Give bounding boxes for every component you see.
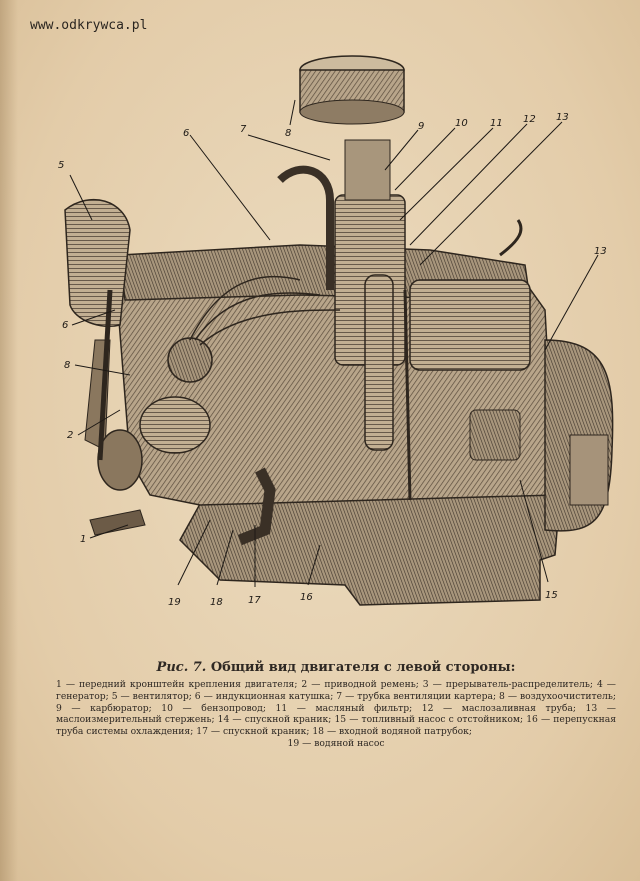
caption-title: Рис. 7. Общий вид двигателя с левой стор… [56, 660, 616, 675]
front-bracket [89, 509, 146, 536]
callout-2: 2 [67, 430, 73, 441]
figure-caption: Рис. 7. Общий вид двигателя с левой стор… [56, 660, 616, 750]
valve-cover [409, 279, 531, 371]
water-inlet-pipe [237, 467, 276, 546]
legend-last-item: 19 — водяной насос [287, 737, 385, 749]
crank-pulley [97, 429, 143, 491]
callout-10: 10 [455, 118, 468, 129]
housing-bracket [569, 434, 609, 506]
callout-13-right: 13 [594, 246, 607, 257]
callout-5: 5 [58, 160, 64, 171]
oil-filter-canister [364, 274, 394, 451]
generator [139, 396, 211, 454]
figure-label: Рис. 7. [156, 660, 207, 675]
distributor [167, 337, 213, 383]
figure-title: Общий вид двигателя с левой стороны: [210, 660, 516, 675]
carburetor-neck [344, 139, 391, 201]
oil-pan [179, 494, 561, 606]
callout-9: 9 [418, 121, 424, 132]
ignition-wires [189, 275, 341, 346]
fuel-line [499, 219, 523, 257]
callout-8-left: 8 [64, 360, 70, 371]
figure-legend: 1 — передний кронштейн крепления двигате… [56, 679, 616, 750]
leader-lines [69, 99, 599, 587]
callout-12: 12 [523, 114, 536, 125]
callout-8: 8 [285, 128, 291, 139]
watermark: www.odkrywca.pl [30, 18, 148, 33]
page-edge-shadow [0, 0, 18, 881]
callout-1: 1 [80, 534, 86, 545]
callout-13: 13 [556, 112, 569, 123]
dipstick [403, 289, 412, 501]
callout-19: 19 [168, 597, 181, 608]
legend-text: 1 — передний кронштейн крепления двигате… [56, 679, 616, 738]
vent-tube [277, 165, 334, 290]
callout-7: 7 [240, 124, 247, 135]
air-cleaner-bottom [299, 99, 405, 125]
callout-6-top: 6 [183, 128, 189, 139]
callout-18: 18 [210, 597, 223, 608]
fuel-pump [469, 409, 521, 461]
engine-illustration: 5 7 8 9 10 11 12 13 6 13 6 8 2 1 19 18 1… [58, 55, 614, 608]
fan-blade-upper [64, 199, 131, 327]
callout-17: 17 [248, 595, 261, 606]
callout-15: 15 [545, 590, 558, 601]
callout-11: 11 [490, 118, 503, 129]
callout-6-left: 6 [62, 320, 68, 331]
drive-belt [97, 289, 113, 461]
callout-16: 16 [300, 592, 313, 603]
